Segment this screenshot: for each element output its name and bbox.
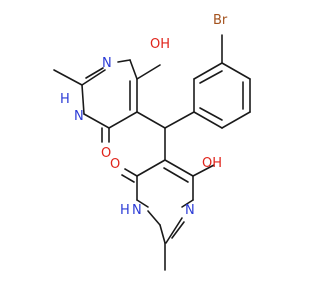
bond: [159, 224, 166, 244]
bond: [165, 217, 183, 244]
bond-c-o: [124, 168, 138, 177]
bond: [193, 111, 223, 129]
bond-double-inner: [199, 107, 223, 121]
bond-double-inner: [199, 70, 223, 84]
atom-br: Br: [213, 13, 228, 28]
bond-ch-phenyl: [164, 111, 195, 129]
bond: [181, 199, 194, 208]
bond: [221, 62, 251, 80]
upper-pyrimidine-ring: [53, 59, 166, 143]
atom-o-left: O: [101, 146, 111, 161]
atom-o-bottom-left: O: [110, 157, 120, 172]
bond: [129, 59, 138, 80]
bond-double-inner: [85, 67, 104, 79]
bond: [136, 159, 166, 177]
bond-double-inner: [163, 167, 189, 183]
bromophenyl-ring: [193, 34, 251, 129]
atom-n-top-left: N: [74, 109, 84, 124]
bond-double-inner: [171, 221, 185, 239]
atom-n-bottom-left: N: [132, 203, 142, 218]
atom-oh-bottom: OH: [202, 156, 222, 171]
atom-oh-top: OH: [150, 37, 170, 52]
bond: [136, 199, 149, 208]
bond: [193, 62, 223, 80]
lower-pyrimidine-ring: [121, 127, 215, 271]
bond-c-oh: [192, 164, 215, 177]
molecule-diagram: Br OH N H N O O OH H N N: [53, 13, 251, 271]
bond: [147, 210, 161, 226]
bond: [81, 84, 85, 115]
bond-ring-ch: [136, 111, 166, 129]
molecule-structure: Br OH N H N O O OH H N N: [53, 13, 251, 271]
bond-methyl: [53, 69, 83, 86]
atom-n-top-right: N: [102, 56, 112, 71]
bond: [117, 59, 131, 63]
bond: [221, 111, 251, 129]
bond: [83, 113, 110, 129]
bond: [108, 111, 138, 129]
atom-h-top-left: H: [60, 92, 70, 107]
atom-h-bottom-left: H: [120, 203, 130, 218]
bond-c-oh: [136, 64, 161, 80]
bond: [164, 159, 194, 177]
bond-c-o-double: [121, 174, 135, 183]
bond: [81, 69, 106, 86]
atom-n-bottom-right: N: [185, 203, 195, 218]
